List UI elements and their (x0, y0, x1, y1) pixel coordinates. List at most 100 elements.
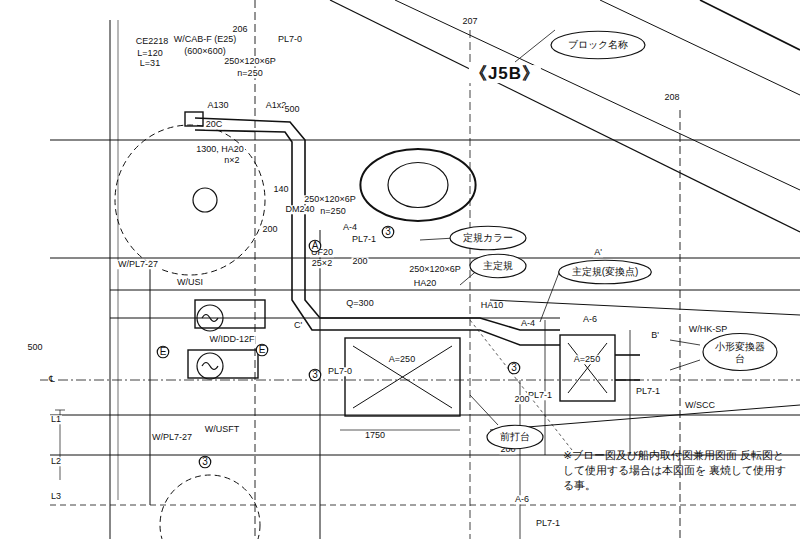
node-text: 主定規(変換点) (572, 266, 639, 278)
dimension-label: L3 (50, 492, 62, 501)
hatch-cross (353, 346, 452, 408)
drawing-line (320, 230, 321, 539)
dimension-label: L1 (50, 415, 62, 424)
dimension-label: DM240 (284, 205, 315, 214)
dimension-label: L=120 (136, 49, 163, 58)
duct-outline (615, 379, 640, 381)
dimension-label: (600×600) (183, 47, 226, 56)
node-outline (199, 456, 211, 468)
motor-symbol (202, 363, 218, 370)
node-text: 小形変換器台 (714, 341, 766, 364)
drawing-line (150, 260, 151, 505)
duct-outline (195, 118, 560, 330)
drawing-line (255, 0, 256, 539)
dimension-label: B' (650, 331, 660, 340)
drawing-circle (360, 149, 475, 221)
dimension-label: A' (593, 248, 603, 257)
drawing-line (490, 300, 800, 315)
dimension-label: W/USFT (204, 425, 241, 434)
drawing-line (50, 258, 800, 259)
dimension-label: 1750 (364, 431, 386, 440)
drawing-line (630, 330, 631, 455)
drawing-line (515, 30, 555, 62)
dimension-label: n=250 (236, 69, 263, 78)
circled-letter: A (308, 239, 322, 253)
dimension-label: A=250 (573, 355, 601, 364)
drawing-line (340, 430, 460, 431)
drawing-circle (197, 305, 223, 331)
node-text: ブロック名称 (568, 39, 628, 51)
drawing-line (490, 405, 800, 430)
callout-bubble: 前打台 (486, 424, 544, 450)
dimension-label: W/CAB-F (E25) (173, 35, 238, 44)
drawing-circle (193, 188, 217, 212)
dimension-label: PL7-1 (351, 235, 377, 244)
drawing-circle (197, 353, 223, 379)
node-text: E (259, 344, 266, 356)
drawing-note: ※ブロー図及び船内取付図兼用図面 反転図として使用する場合は本図面を 裏焼して使… (562, 448, 796, 493)
drawing-line (55, 410, 65, 411)
dimension-label: 207 (461, 17, 478, 26)
drawing-line (470, 30, 471, 539)
dimension-label: 500 (283, 105, 300, 114)
dimension-label: 《J5B》 (469, 65, 541, 83)
circled-letter: 3 (381, 225, 395, 239)
node-outline (508, 362, 520, 374)
node-outline (450, 226, 526, 250)
dimension-label: 250×120×6P (408, 265, 462, 274)
node-text: 前打台 (500, 431, 530, 443)
hatch-cross (568, 343, 607, 393)
node-outline (157, 346, 169, 358)
dimension-label: PL7-0 (327, 367, 353, 376)
equipment-box (345, 338, 460, 416)
drawing-line (50, 505, 800, 506)
node-outline (256, 344, 268, 356)
equipment-box (188, 350, 258, 378)
dimension-label: Q=300 (345, 299, 374, 308)
node-outline (309, 240, 321, 252)
dimension-label: 20C (205, 120, 224, 129)
node-text: 主定規 (483, 260, 513, 272)
dimension-label: W/PL7-27 (151, 433, 193, 442)
callout-bubble: 定規カラー (449, 225, 527, 251)
dimension-label: W/IDD-12F (209, 335, 256, 344)
dimension-label: A-4 (520, 319, 536, 328)
dimension-label: HA20 (413, 279, 438, 288)
dimension-label: ℄ (48, 375, 56, 384)
drawing-line (110, 290, 800, 291)
equipment-box (560, 335, 615, 401)
drawing-line (540, 270, 560, 322)
dimension-label: 200 (261, 225, 278, 234)
dimension-label: L2 (50, 457, 62, 466)
equipment-box (560, 335, 615, 401)
dimension-label: PL7-1 (535, 519, 561, 528)
drawing-line (670, 360, 700, 370)
callout-bubble: 主定規 (469, 253, 527, 279)
node-outline (551, 31, 645, 59)
dimension-label: 250×120×6P (223, 57, 277, 66)
dimension-label: 206 (231, 25, 248, 34)
callout-bubble: 主定規(変換点) (558, 259, 653, 285)
dimension-label: HA10 (480, 301, 505, 310)
dimension-label: A-4 (342, 223, 358, 232)
drawing-line (50, 139, 800, 140)
dimension-label: PL7-1 (635, 387, 661, 396)
circled-letter: E (255, 343, 269, 357)
node-outline (703, 334, 777, 371)
circled-letter: 3 (507, 361, 521, 375)
dimension-label: 208 (663, 93, 680, 102)
duct-outline (615, 354, 640, 356)
dimension-label: L=31 (139, 59, 161, 68)
dimension-label: CE2218 (135, 37, 170, 46)
node-text: 3 (385, 226, 391, 238)
node-outline (487, 425, 543, 449)
node-text: A (312, 240, 319, 252)
drawing-line (110, 20, 111, 539)
dimension-label: n=250 (319, 207, 346, 216)
drawing-line (40, 380, 800, 381)
dimension-label: W/PL7-27 (117, 260, 159, 269)
node-text: E (160, 346, 167, 358)
drawing-circle (388, 163, 448, 208)
dimension-label: A=250 (388, 355, 416, 364)
equipment-box (195, 300, 265, 328)
